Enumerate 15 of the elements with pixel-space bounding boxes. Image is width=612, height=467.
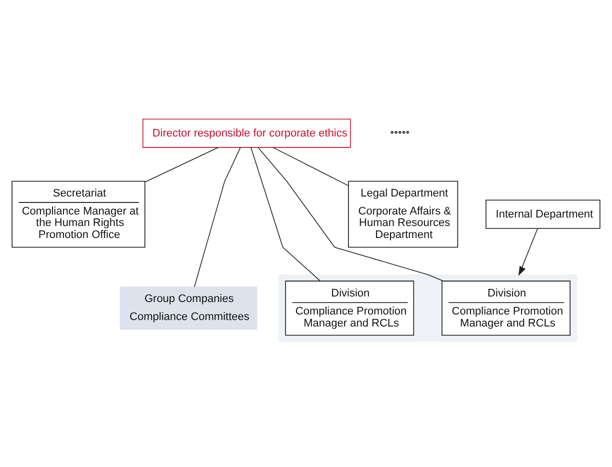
node-box: Secretariat Compliance Manager at the Human Rights Promotion Office — [12, 180, 146, 248]
node-box: Division Compliance Promotion Manager and RCLs — [442, 280, 570, 336]
arrow — [518, 228, 538, 276]
connector — [250, 147, 321, 282]
connector — [258, 147, 444, 282]
node-box: Group Companies Compliance Committees — [120, 286, 258, 330]
cluster — [278, 274, 578, 342]
node-box: Director responsible for corporate ethics — [142, 118, 351, 148]
label: ••••• — [390, 127, 410, 140]
node-box: Legal Department Corporate Affairs & Human Resources Department — [348, 180, 458, 248]
connector — [194, 147, 241, 288]
node-box: Division Compliance Promotion Manager and RCLs — [285, 280, 414, 336]
node-box: Internal Department — [486, 200, 600, 229]
connector — [272, 147, 349, 186]
connector — [144, 147, 219, 182]
